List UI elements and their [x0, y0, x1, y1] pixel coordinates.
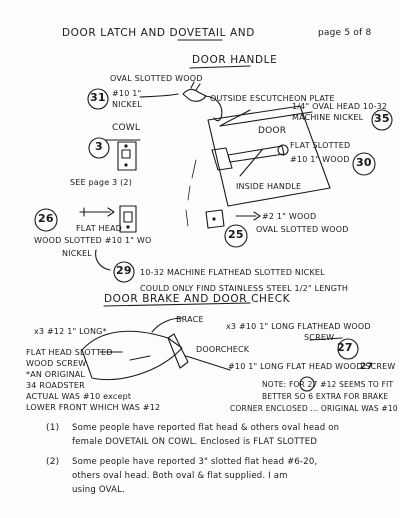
label-26-desc-3: NICKEL [62, 249, 92, 258]
note-2-line-1: Some people have reported 3" slotted fla… [72, 457, 318, 467]
label-29-desc-2: COULD ONLY FIND STAINLESS STEEL 1/2" LEN… [140, 284, 349, 293]
section-door-handle: DOOR HANDLE [192, 54, 278, 66]
striker-plate-sketch [79, 205, 137, 233]
label-26-desc-2: WOOD SLOTTED #10 1" WO [34, 236, 152, 245]
label-30-spec: #10 1" WOOD [290, 155, 350, 164]
note-line-2: BETTER SO 6 EXTRA FOR BRAKE [262, 392, 389, 401]
note-1-line-2: female DOVETAIL ON COWL. Enclosed is FLA… [72, 437, 318, 447]
callout-27b-circle [299, 376, 315, 392]
callout-25-circle [224, 224, 248, 248]
callout-26: 26 [38, 212, 54, 225]
label-actual-was: ACTUAL WAS #10 except [26, 392, 132, 401]
callout-35: 35 [374, 112, 390, 125]
label-roadster: 34 ROADSTER [26, 381, 85, 390]
cowl-latch-sketch [105, 139, 141, 171]
label-outside-escutcheon: OUTSIDE ESCUTCHEON PLATE [210, 94, 335, 103]
door-handle-underline [189, 65, 251, 69]
callout-30-circle [352, 152, 376, 176]
page-title: DOOR LATCH AND DOVETAIL AND [62, 27, 255, 39]
note-line-1: NOTE: FOR 27 #12 SEEMS TO FIT [262, 380, 394, 389]
label-flat-head-wood: FLAT HEAD SLOTTED [26, 348, 113, 357]
label-x3-right: x3 #10 1" LONG FLATHEAD WOOD [226, 322, 371, 331]
label-25-desc-1: #2 1" WOOD [262, 212, 317, 221]
note-2-line-2: others oval head. Both oval & flat suppl… [72, 471, 288, 481]
escutcheon-sketch [182, 81, 223, 122]
callout-27c: 27 [360, 362, 373, 372]
callout-27c-circle [337, 338, 359, 360]
note-2-number: (2) [46, 457, 60, 467]
label-doorcheck: DOORCHECK [196, 345, 250, 354]
brake-underline [103, 302, 251, 307]
callout-31: 31 [90, 91, 106, 104]
label-29-desc-1: 10-32 MACHINE FLATHEAD SLOTTED NICKEL [140, 268, 325, 277]
callout-27a: 27 [337, 341, 353, 354]
note-line-3: CORNER ENCLOSED ... ORIGINAL WAS #10 [230, 404, 398, 413]
dash-line [185, 159, 197, 227]
label-x3-left: x3 #12 1" LONG* [34, 327, 107, 336]
callout-30: 30 [356, 156, 372, 169]
label-25-desc-2: OVAL SLOTTED WOOD [256, 225, 349, 234]
label-an-original: *AN ORIGINAL [26, 370, 86, 379]
label-31-size: #10 1" [112, 89, 142, 98]
note-2-line-3: using OVAL. [72, 485, 125, 495]
page-number: page 5 of 8 [318, 28, 372, 38]
callout-3: 3 [95, 140, 103, 153]
label-oval-slotted-wood: OVAL SLOTTED WOOD [110, 74, 203, 83]
label-cowl: COWL [112, 123, 141, 133]
label-see-page: SEE page 3 (2) [70, 178, 133, 187]
label-26-desc-1: FLAT HEAD [76, 224, 123, 233]
label-door: DOOR [258, 126, 287, 136]
door-handle-sketch [205, 105, 331, 229]
callout-31-circle [87, 88, 109, 110]
label-brace: BRACE [176, 315, 204, 324]
label-31-finish: NICKEL [112, 100, 142, 109]
note-1-number: (1) [46, 423, 60, 433]
label-flat-slotted: FLAT SLOTTED [290, 141, 351, 150]
screw-25-sketch [235, 211, 261, 221]
label-screw: SCREW [304, 333, 335, 342]
callout-26-circle [34, 208, 58, 232]
label-35-spec-1: 1/4" OVAL HEAD 10-32 [292, 102, 388, 111]
label-wood-screw: WOOD SCREW [26, 359, 87, 368]
callout-3-circle [88, 137, 110, 159]
brake-sketch [81, 317, 231, 381]
label-35-spec-2: MACHINE NICKEL [292, 113, 364, 122]
section-door-brake: DOOR BRAKE AND DOOR CHECK [104, 293, 291, 305]
callout-29-circle [113, 261, 135, 283]
callout-29: 29 [116, 264, 132, 277]
note-1-line-1: Some people have reported flat head & ot… [72, 423, 340, 433]
label-inside-handle: INSIDE HANDLE [236, 182, 302, 191]
callout-35-circle [371, 109, 393, 131]
label-27-desc: #10 1" LONG FLAT HEAD WOOD SCREW [228, 362, 396, 371]
label-lower-front: LOWER FRONT WHICH WAS #12 [26, 403, 161, 412]
callout-25: 25 [228, 228, 244, 241]
